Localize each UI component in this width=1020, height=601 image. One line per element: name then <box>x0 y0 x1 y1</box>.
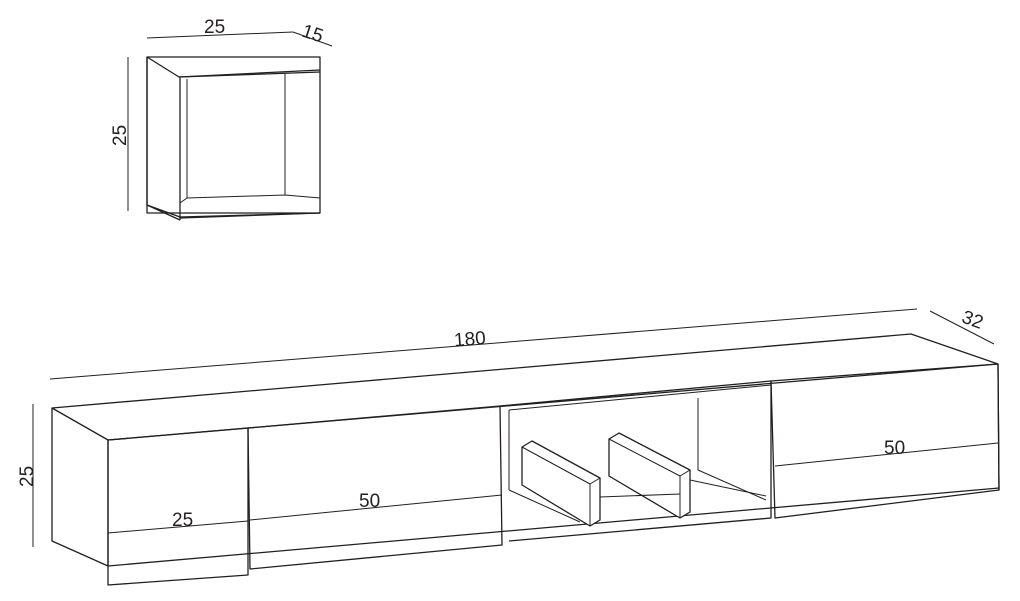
cube-shelf-dimensions: 25 15 25 <box>110 17 333 211</box>
tv-unit-top-surface <box>51 333 999 441</box>
cube-depth-label: 15 <box>299 21 326 48</box>
cube-shelf-left-side <box>146 57 181 221</box>
compartment-back-frame <box>499 380 772 542</box>
tv-depth-dimension-line <box>929 310 995 345</box>
tv-length-label: 180 <box>453 328 486 351</box>
tv-height-label: 25 <box>17 466 38 487</box>
cube-shelf <box>146 56 321 221</box>
tv-door-right-width-label: 50 <box>884 438 905 459</box>
cube-shelf-outer-frame <box>146 56 321 214</box>
cube-width-label: 25 <box>204 17 225 38</box>
tv-unit-door-right <box>770 363 1000 519</box>
tv-unit-door-middle <box>247 405 503 570</box>
cube-shelf-bottom-board <box>146 204 321 218</box>
compartment-divider-2-edge <box>608 438 691 518</box>
tv-unit-door-middle-split <box>249 494 503 521</box>
tv-depth-label: 32 <box>959 307 986 334</box>
compartment-inner-edges <box>508 384 772 523</box>
tv-unit-door-right-split <box>774 442 999 467</box>
tv-unit-dimensions: 180 32 25 25 50 50 <box>17 307 995 547</box>
cube-depth-dimension-line <box>292 31 333 47</box>
compartment-divider-2 <box>608 432 691 519</box>
tv-unit-open-compartment <box>499 380 772 542</box>
compartment-divider-1-edge <box>521 446 601 526</box>
tv-door-middle-width-label: 50 <box>359 491 380 512</box>
compartment-divider-1 <box>521 440 601 527</box>
cube-shelf-inner-back-edges <box>179 74 321 204</box>
cube-shelf-top-board <box>146 56 321 78</box>
tv-unit-front-bottom <box>107 487 1000 567</box>
tv-unit-door-left-split <box>107 520 249 534</box>
tv-unit-left-end <box>51 408 109 567</box>
compartment-floor-line <box>599 479 767 498</box>
tv-unit-door-left <box>107 427 249 586</box>
tv-length-dimension-line <box>49 308 918 380</box>
cube-width-dimension-line <box>146 31 294 39</box>
cube-height-label: 25 <box>110 125 131 146</box>
tv-door-left-width-label: 25 <box>172 510 193 531</box>
tv-unit <box>51 333 1000 586</box>
